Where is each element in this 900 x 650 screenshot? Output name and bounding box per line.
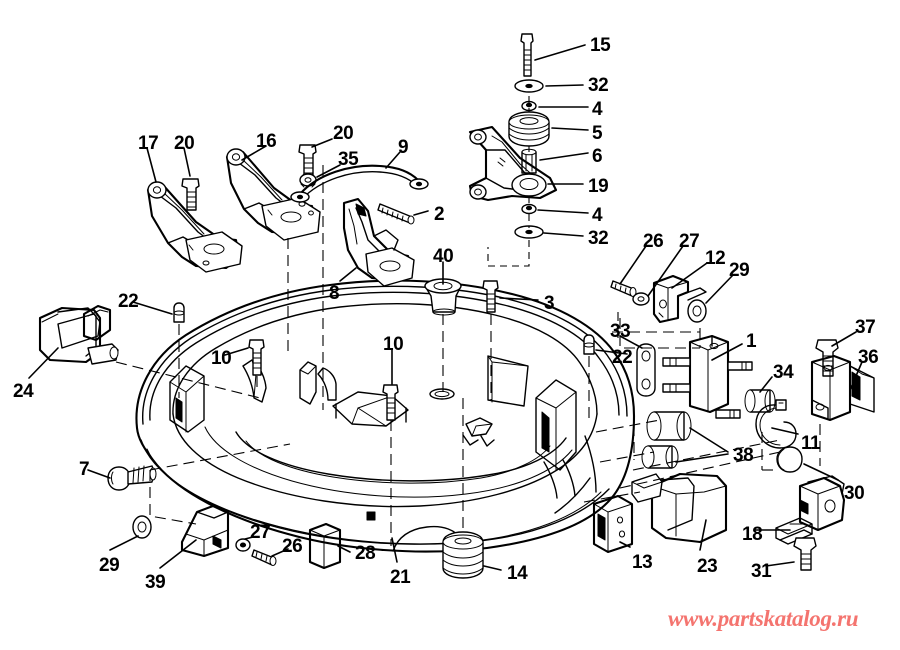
bolt-31 (793, 537, 817, 571)
callout-30: 30 (844, 483, 865, 504)
plug-30 (776, 446, 803, 473)
callout-38: 38 (733, 445, 754, 466)
bolt-3 (482, 280, 499, 313)
screw-26-left (251, 549, 277, 566)
bracket-36 (810, 354, 875, 422)
screw-26-right (610, 280, 637, 297)
washer-27-right (632, 292, 650, 306)
callout-17: 17 (138, 133, 159, 154)
washer-29-right (687, 299, 707, 323)
grommet-40 (424, 278, 462, 316)
assembly-guide-lines (115, 165, 821, 546)
callout-35: 35 (338, 149, 359, 170)
callout-16: 16 (256, 131, 277, 152)
washer-29-left (132, 515, 152, 539)
screw-20-right (298, 144, 317, 177)
callout-4: 4 (592, 205, 603, 226)
knob-screw-7 (107, 465, 157, 491)
callout-9: 9 (398, 137, 409, 158)
callout-32: 32 (588, 228, 609, 249)
callout-29: 29 (729, 260, 750, 281)
cable-tie-11 (755, 399, 797, 449)
callout-11: 11 (801, 433, 821, 454)
lower-motor-cover-body (135, 279, 636, 553)
callout-32: 32 (588, 75, 609, 96)
bushings-38 (641, 411, 692, 469)
callout-26: 26 (643, 231, 664, 252)
callout-15: 15 (590, 35, 611, 56)
callout-22: 22 (118, 291, 139, 312)
bracket-18 (775, 475, 846, 545)
bracket-16 (225, 148, 321, 241)
callout-33: 33 (610, 321, 631, 342)
grommet-14 (442, 531, 484, 579)
pad-28 (308, 522, 342, 570)
callout-5: 5 (592, 123, 603, 144)
latch-block-1 (662, 334, 753, 419)
callout-29: 29 (99, 555, 120, 576)
callout-40: 40 (433, 246, 454, 267)
callout-3: 3 (544, 293, 555, 314)
callout-26: 26 (282, 536, 303, 557)
callout-36: 36 (858, 347, 879, 368)
upper-mount-stack (468, 33, 558, 267)
grip-23 (631, 472, 728, 544)
leader-lines (28, 44, 863, 571)
callout-20: 20 (333, 123, 354, 144)
strap-9 (290, 164, 429, 203)
bracket-12 (652, 274, 707, 324)
bushing-34 (744, 389, 776, 413)
callout-31: 31 (751, 561, 772, 582)
bolt-10-left (248, 339, 265, 376)
bracket-8 (342, 197, 415, 287)
lockwasher-35 (299, 173, 317, 188)
callout-10: 10 (211, 348, 232, 369)
callout-7: 7 (79, 459, 90, 480)
screw-2 (377, 203, 415, 225)
callout-28: 28 (355, 543, 376, 564)
callout-8: 8 (329, 283, 340, 304)
callout-22: 22 (612, 347, 633, 368)
callout-37: 37 (855, 317, 876, 338)
callout-1: 1 (746, 331, 757, 352)
wedge-13 (592, 494, 634, 554)
callout-27: 27 (250, 522, 271, 543)
callout-27: 27 (679, 231, 700, 252)
callout-19: 19 (588, 176, 609, 197)
callout-34: 34 (773, 362, 794, 383)
callout-4: 4 (592, 99, 603, 120)
callout-24: 24 (13, 381, 34, 402)
screw-20-left (181, 178, 200, 211)
callout-6: 6 (592, 146, 603, 167)
bolt-10-center (382, 384, 399, 421)
pin-22-left (173, 302, 185, 323)
wedge-39 (180, 504, 230, 558)
washer-27-left (235, 538, 251, 552)
bracket-17 (146, 181, 243, 273)
callout-23: 23 (697, 556, 718, 577)
callout-2: 2 (434, 204, 445, 225)
callout-18: 18 (742, 524, 763, 545)
callout-14: 14 (507, 563, 528, 584)
site-watermark: www.partskatalog.ru (668, 606, 859, 631)
plate-33 (636, 343, 656, 397)
part-24-handle (38, 304, 119, 365)
callout-12: 12 (705, 248, 726, 269)
callout-10: 10 (383, 334, 404, 355)
callout-21: 21 (390, 567, 411, 588)
callout-39: 39 (145, 572, 166, 593)
pin-22-right (583, 334, 595, 355)
callout-20: 20 (174, 133, 195, 154)
callout-13: 13 (632, 552, 653, 573)
